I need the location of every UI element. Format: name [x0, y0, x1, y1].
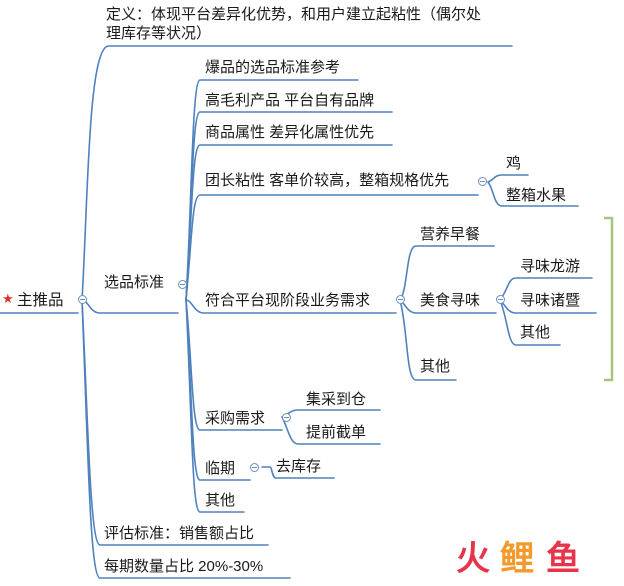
stickiness-collapse-toggle[interactable] — [478, 177, 487, 186]
star-icon: ★ — [2, 291, 14, 306]
selection-item-margin[interactable]: 高毛利产品 平台自有品牌 — [205, 92, 375, 109]
selection-node[interactable]: 选品标准 — [104, 274, 165, 291]
expiry-child-destock[interactable]: 去库存 — [276, 458, 322, 475]
stickiness-child-fruit[interactable]: 整箱水果 — [506, 187, 567, 204]
food-child-longyou[interactable]: 寻味龙游 — [520, 258, 581, 275]
selection-item-attribute[interactable]: 商品属性 差异化属性优先 — [205, 124, 375, 141]
expiry-node[interactable]: 临期 — [205, 460, 236, 477]
watermark-logo-char-3: 鱼 — [546, 539, 580, 579]
expiry-collapse-toggle[interactable] — [250, 463, 259, 472]
platform-breakfast[interactable]: 营养早餐 — [420, 226, 481, 243]
definition-line2[interactable]: 理库存等状况） — [106, 25, 212, 42]
purchase-child-cutoff[interactable]: 提前截单 — [306, 424, 367, 441]
stickiness-child-chicken[interactable]: 鸡 — [506, 155, 522, 172]
platform-other[interactable]: 其他 — [420, 358, 451, 375]
selection-other[interactable]: 其他 — [205, 492, 236, 509]
purchase-collapse-toggle[interactable] — [282, 413, 291, 422]
quantity-node[interactable]: 每期数量占比 20%-30% — [104, 558, 264, 575]
definition-line1[interactable]: 定义：体现平台差异化优势，和用户建立起粘性（偶尔处 — [106, 6, 482, 23]
purchase-node[interactable]: 采购需求 — [205, 410, 266, 427]
root-node[interactable]: 主推品 — [17, 292, 64, 309]
food-collapse-toggle[interactable] — [496, 295, 505, 304]
evaluation-node[interactable]: 评估标准：销售额占比 — [104, 525, 255, 542]
watermark-logo-char-1: 火 — [456, 539, 490, 579]
platform-node[interactable]: 符合平台现阶段业务需求 — [205, 292, 371, 309]
selection-item-bestseller[interactable]: 爆品的选品标准参考 — [205, 59, 341, 76]
platform-collapse-toggle[interactable] — [396, 295, 405, 304]
watermark-logo-char-2: 鲤 — [500, 539, 534, 579]
stickiness-node[interactable]: 团长粘性 客单价较高，整箱规格优先 — [205, 172, 450, 189]
purchase-child-warehouse[interactable]: 集采到仓 — [306, 391, 367, 408]
root-collapse-toggle[interactable] — [78, 295, 87, 304]
food-child-zhuji[interactable]: 寻味诸暨 — [520, 292, 581, 309]
selection-collapse-toggle[interactable] — [178, 280, 187, 289]
food-child-other[interactable]: 其他 — [520, 324, 551, 341]
food-node[interactable]: 美食寻味 — [420, 292, 481, 309]
